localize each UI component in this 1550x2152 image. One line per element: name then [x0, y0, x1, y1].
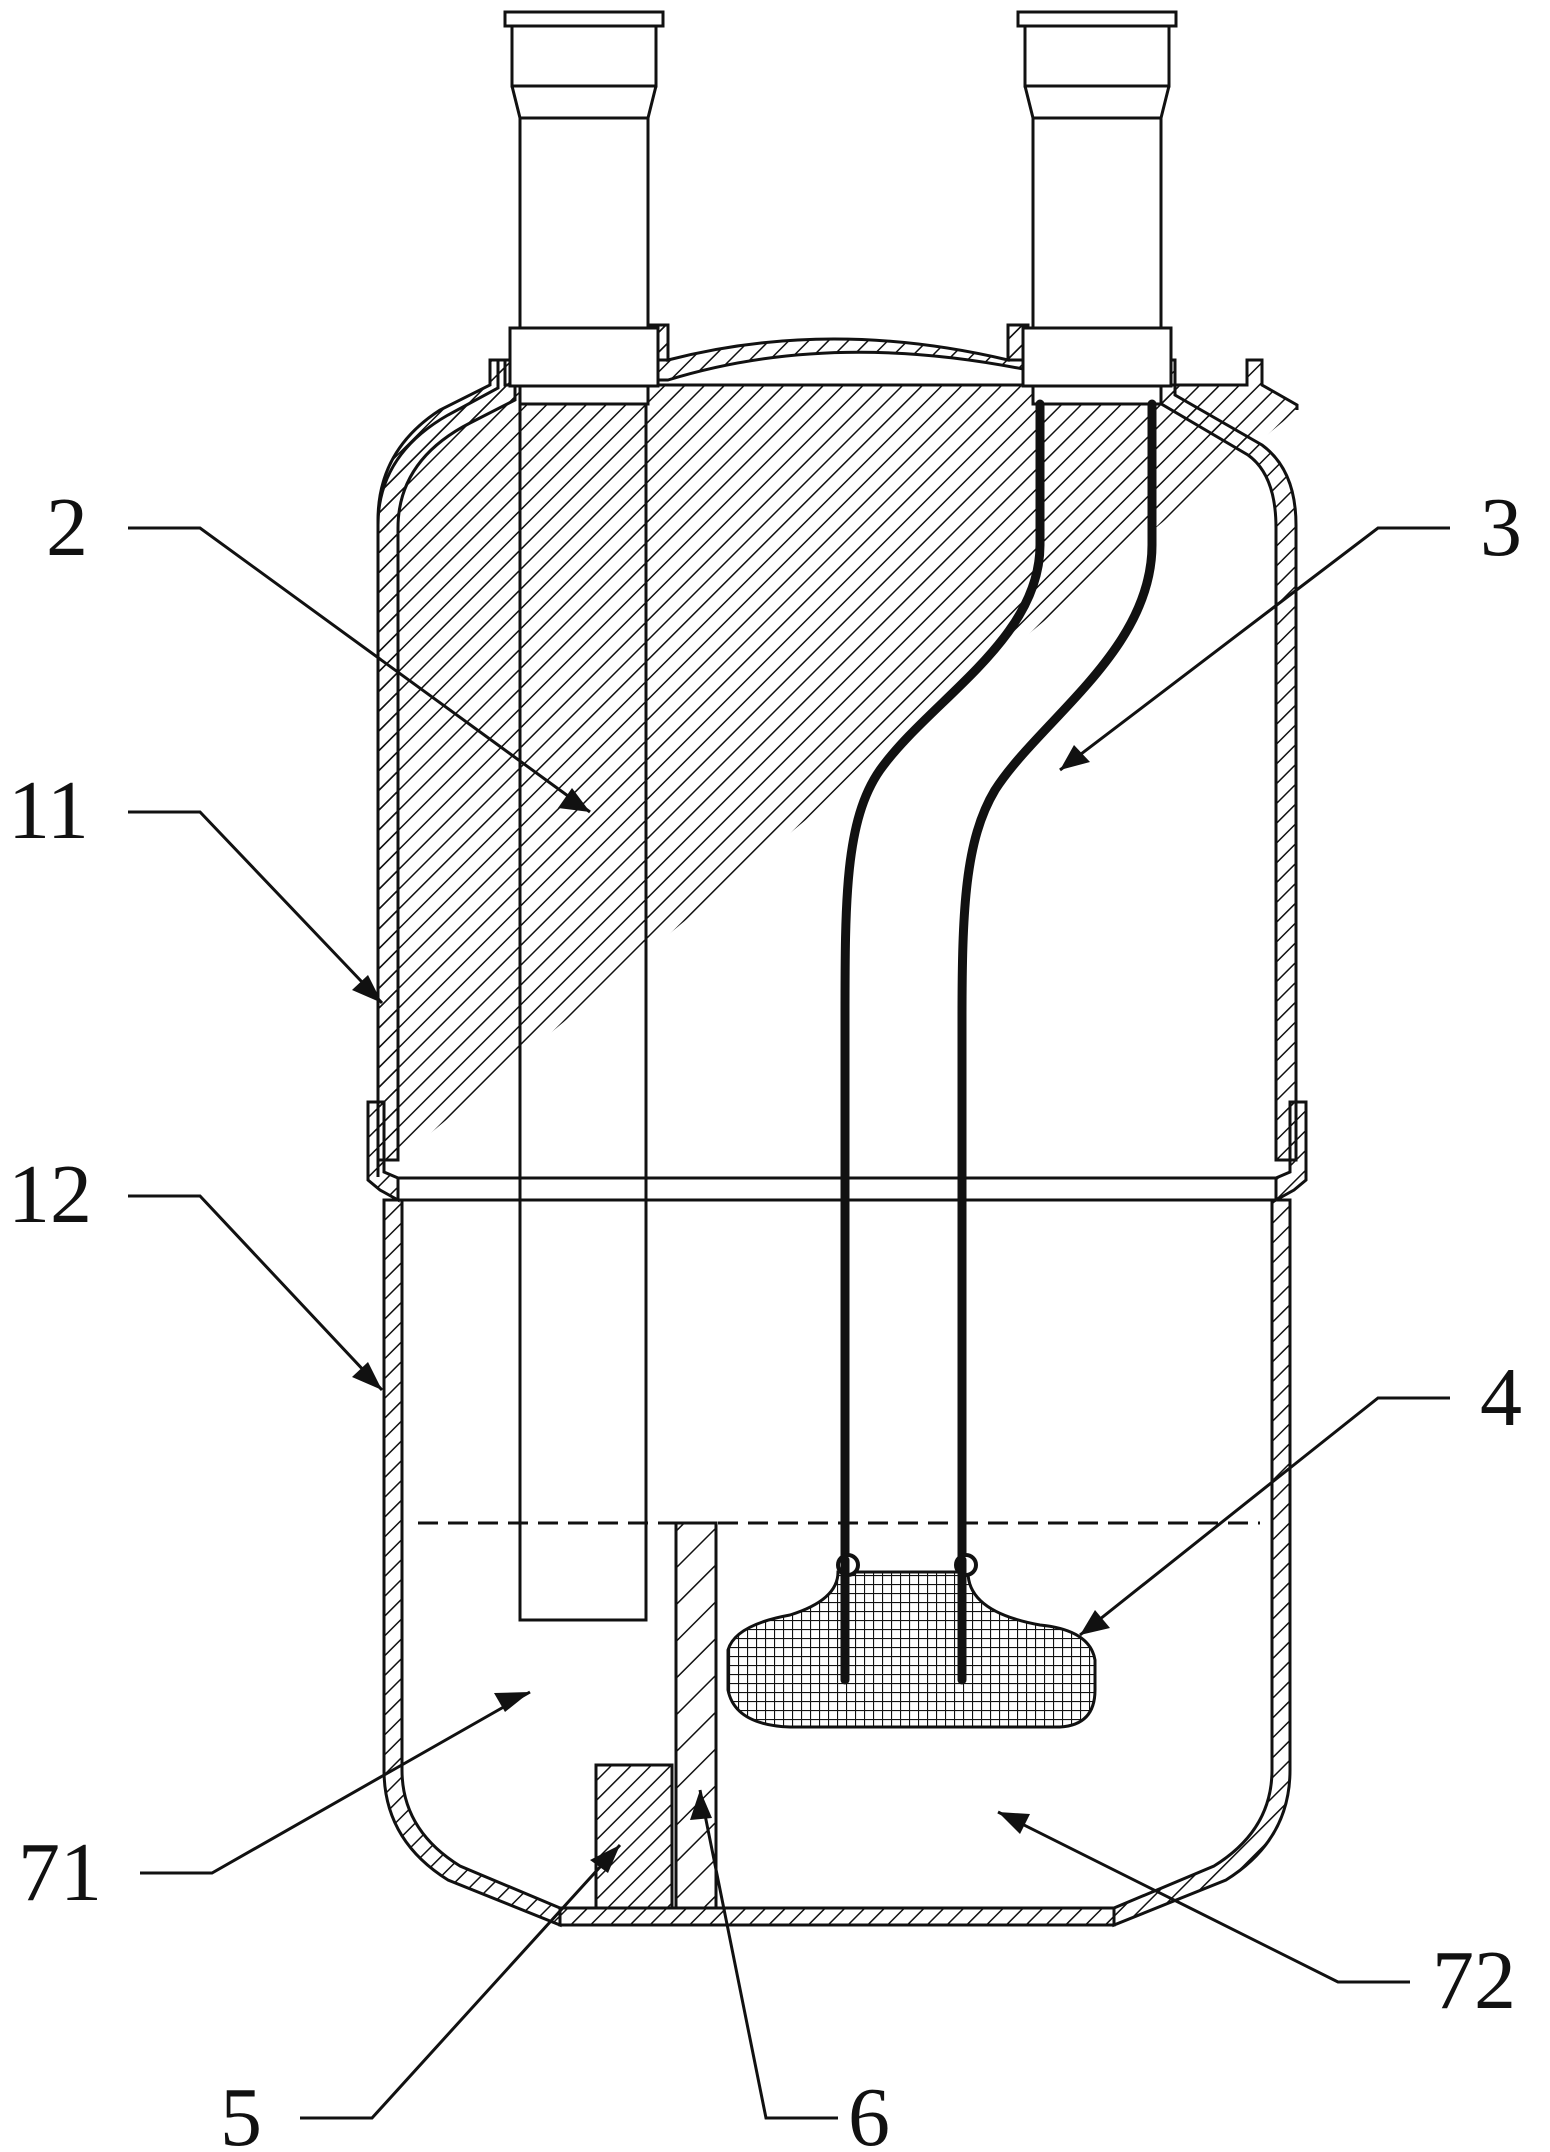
filter-screen: [726, 1553, 1097, 1729]
label-4: 4: [1480, 1351, 1522, 1444]
label-72: 72: [1432, 1934, 1516, 2027]
label-5: 5: [220, 2071, 262, 2152]
outlet-pipe: [840, 10, 1178, 1565]
lower-shell: [366, 1100, 1308, 1928]
label-11: 11: [8, 764, 89, 857]
label-3: 3: [1480, 481, 1522, 574]
label-2: 2: [46, 481, 88, 574]
partition-plate: [674, 1521, 718, 1910]
leader-lines: [128, 526, 1450, 2120]
inlet-pipe: [503, 10, 665, 1622]
shell: [0, 0, 1297, 1177]
support-block: [594, 1763, 674, 1910]
label-71: 71: [18, 1826, 102, 1919]
upper-shell-wall: [0, 0, 1297, 1177]
label-12: 12: [8, 1148, 92, 1241]
label-6: 6: [848, 2071, 890, 2152]
reference-numerals: 2 3 11 12 4 71 72 5 6: [8, 481, 1522, 2152]
